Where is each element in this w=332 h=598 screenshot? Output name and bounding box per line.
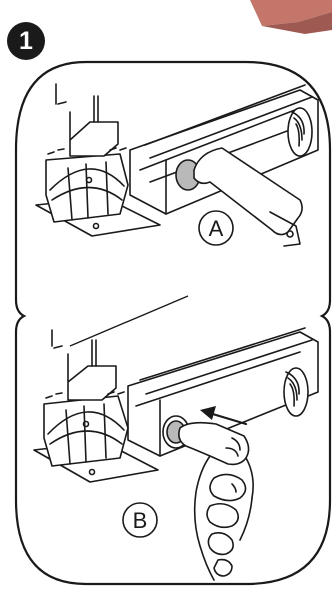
panel-b <box>34 328 318 482</box>
panel-divider <box>70 296 188 346</box>
panel-a-label: A <box>199 211 233 245</box>
step-number-badge: 1 <box>7 22 45 60</box>
hand-illustration <box>179 423 253 580</box>
corner-tab <box>250 0 332 34</box>
panel-a <box>36 84 318 246</box>
panel-b-label: B <box>123 503 157 537</box>
panel-b-letter: B <box>133 508 148 533</box>
step-number: 1 <box>19 27 33 55</box>
panel-a-letter: A <box>209 216 224 241</box>
